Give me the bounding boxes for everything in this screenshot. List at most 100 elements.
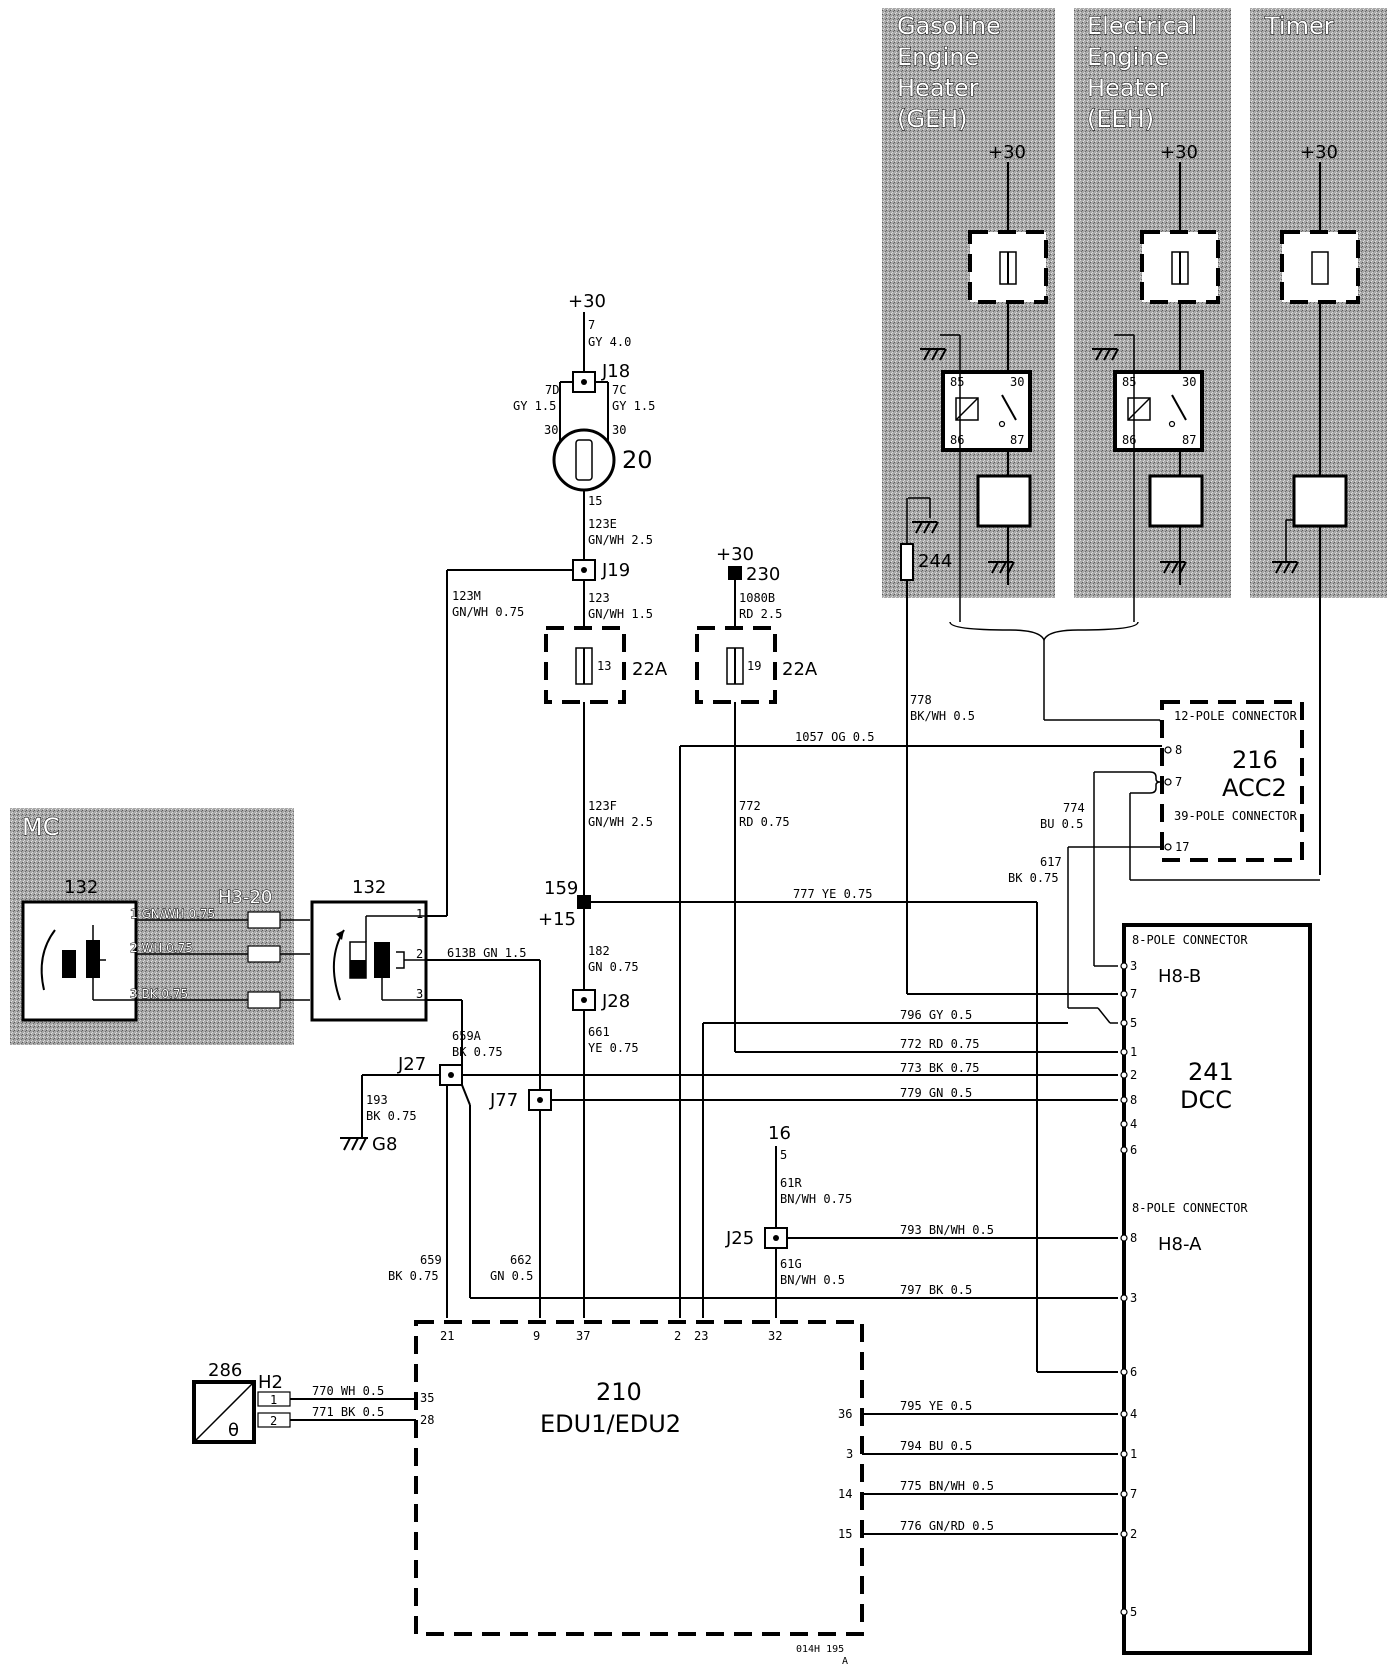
svg-text:H8-A: H8-A	[1158, 1234, 1202, 1255]
acc2-module-216	[1160, 700, 1304, 862]
timer-title: Timer	[1264, 12, 1334, 40]
svg-text:3 BK 0.75: 3 BK 0.75	[130, 987, 188, 1001]
svg-text:230: 230	[746, 564, 780, 585]
svg-text:7: 7	[588, 318, 595, 332]
svg-text:19: 19	[747, 659, 761, 673]
svg-text:YE 0.75: YE 0.75	[588, 1041, 639, 1055]
geh-title-3: Heater	[897, 74, 979, 102]
svg-text:797 BK 0.5: 797 BK 0.5	[900, 1283, 972, 1297]
svg-text:2: 2	[1130, 1527, 1137, 1541]
svg-text:123E: 123E	[588, 517, 617, 531]
eeh-supply: +30	[1160, 142, 1198, 163]
svg-text:GN 0.5: GN 0.5	[490, 1269, 533, 1283]
svg-text:GN/WH 2.5: GN/WH 2.5	[588, 533, 653, 547]
footer-rev: A	[842, 1656, 848, 1667]
svg-text:4: 4	[1130, 1117, 1137, 1131]
svg-text:2: 2	[416, 947, 423, 961]
svg-text:J25: J25	[725, 1228, 754, 1249]
sensor-286-ref: 286	[208, 1360, 242, 1381]
footer-code: 014H 195	[796, 1644, 844, 1655]
svg-text:61G: 61G	[780, 1257, 802, 1271]
svg-text:1: 1	[1130, 1045, 1137, 1059]
acc2-ref: 216	[1232, 746, 1278, 774]
svg-text:14: 14	[838, 1487, 852, 1501]
geh-supply: +30	[988, 142, 1026, 163]
svg-text:28: 28	[420, 1413, 434, 1427]
svg-text:BK 0.75: BK 0.75	[452, 1045, 503, 1059]
svg-text:772 RD 0.75: 772 RD 0.75	[900, 1037, 979, 1051]
svg-text:17: 17	[1175, 840, 1189, 854]
svg-text:61R: 61R	[780, 1176, 802, 1190]
sensor-132-ref: 132	[352, 877, 386, 898]
svg-text:37: 37	[576, 1329, 590, 1343]
theta-icon: θ	[228, 1420, 239, 1441]
svg-text:G8: G8	[372, 1134, 397, 1155]
geh-title-4: (GEH)	[897, 105, 968, 133]
geh-unit	[976, 474, 1032, 528]
supply-230-label: +30	[716, 544, 754, 565]
svg-text:BN/WH 0.5: BN/WH 0.5	[780, 1273, 845, 1287]
svg-text:12-POLE CONNECTOR: 12-POLE CONNECTOR	[1174, 709, 1298, 723]
svg-text:793 BN/WH 0.5: 793 BN/WH 0.5	[900, 1223, 994, 1237]
svg-text:1: 1	[270, 1393, 277, 1407]
svg-text:5: 5	[780, 1148, 787, 1162]
svg-text:1 GN/WH 0.75: 1 GN/WH 0.75	[130, 907, 215, 921]
ground-244-label: 244	[918, 551, 952, 572]
svg-text:1080B: 1080B	[739, 591, 775, 605]
svg-text:1: 1	[416, 907, 423, 921]
svg-text:32: 32	[768, 1329, 782, 1343]
svg-text:132: 132	[64, 877, 98, 898]
svg-text:8: 8	[1130, 1093, 1137, 1107]
svg-text:15: 15	[838, 1527, 852, 1541]
svg-text:GY 1.5: GY 1.5	[612, 399, 655, 413]
svg-text:8-POLE CONNECTOR: 8-POLE CONNECTOR	[1132, 1201, 1248, 1215]
svg-text:GN 0.75: GN 0.75	[588, 960, 639, 974]
svg-text:7: 7	[1175, 775, 1182, 789]
svg-text:GN/WH 0.75: GN/WH 0.75	[452, 605, 524, 619]
svg-text:770 WH 0.5: 770 WH 0.5	[312, 1384, 384, 1398]
node-159	[577, 895, 591, 909]
svg-text:182: 182	[588, 944, 610, 958]
fuse-19-rating: 22A	[782, 659, 818, 680]
svg-text:BK 0.75: BK 0.75	[366, 1109, 417, 1123]
svg-text:659A: 659A	[452, 1029, 482, 1043]
svg-text:774: 774	[1063, 801, 1085, 815]
mc-sensor-132	[21, 900, 138, 1022]
svg-text:85: 85	[950, 375, 964, 389]
geh-title-2: Engine	[897, 43, 979, 71]
svg-text:2: 2	[1130, 1068, 1137, 1082]
geh-title-1: Gasoline	[897, 12, 1001, 40]
acc2-name: ACC2	[1222, 774, 1287, 802]
svg-text:BK/WH 0.5: BK/WH 0.5	[910, 709, 975, 723]
supply-top-label: +30	[568, 291, 606, 312]
svg-text:779 GN 0.5: 779 GN 0.5	[900, 1086, 972, 1100]
svg-text:BK 0.75: BK 0.75	[1008, 871, 1059, 885]
svg-text:30: 30	[1010, 375, 1024, 389]
sensor-132	[310, 900, 428, 1022]
svg-text:159: 159	[544, 878, 578, 899]
eeh-title-1: Electrical	[1087, 12, 1197, 40]
svg-text:87: 87	[1182, 433, 1196, 447]
svg-text:5: 5	[1130, 1016, 1137, 1030]
svg-text:772: 772	[739, 799, 761, 813]
node-16: 16	[768, 1123, 791, 1144]
svg-text:8: 8	[1175, 743, 1182, 757]
svg-text:87: 87	[1010, 433, 1024, 447]
switch-20-ref: 20	[622, 446, 653, 474]
svg-text:7C: 7C	[612, 383, 626, 397]
svg-text:617: 617	[1040, 855, 1062, 869]
eeh-title-4: (EEH)	[1087, 105, 1154, 133]
svg-text:123M: 123M	[452, 589, 481, 603]
svg-text:J77: J77	[489, 1090, 518, 1111]
svg-text:8-POLE CONNECTOR: 8-POLE CONNECTOR	[1132, 933, 1248, 947]
svg-text:771 BK 0.5: 771 BK 0.5	[312, 1405, 384, 1419]
timer-unit	[1292, 474, 1348, 528]
svg-text:1: 1	[1130, 1447, 1137, 1461]
svg-text:BN/WH 0.75: BN/WH 0.75	[780, 1192, 852, 1206]
svg-text:796 GY 0.5: 796 GY 0.5	[900, 1008, 972, 1022]
svg-text:3: 3	[416, 987, 423, 1001]
svg-text:613B GN 1.5: 613B GN 1.5	[447, 946, 526, 960]
svg-text:GY 4.0: GY 4.0	[588, 335, 631, 349]
svg-text:4: 4	[1130, 1407, 1137, 1421]
svg-text:3: 3	[846, 1447, 853, 1461]
